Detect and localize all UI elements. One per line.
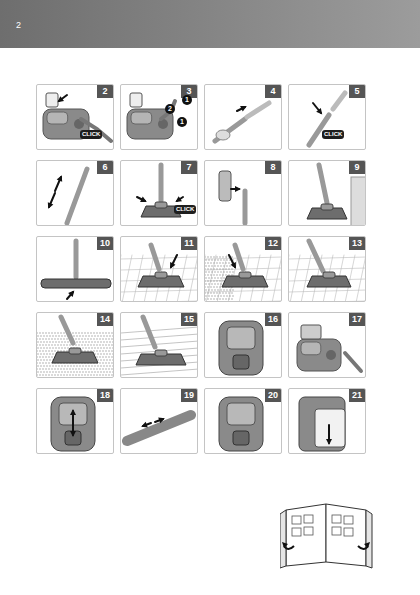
step-number: 15 [181, 313, 197, 326]
callout-number: 1 [177, 117, 187, 127]
step-number: 18 [97, 389, 113, 402]
fold-out-icon [280, 500, 374, 570]
tab-row: 9 [289, 161, 365, 174]
step-number: 5 [349, 85, 365, 98]
step-panel: 20 [204, 388, 282, 454]
callout-number: 2 [165, 104, 175, 114]
tab-row: 13 [289, 237, 365, 250]
step-panel: 16 [204, 312, 282, 378]
step-panel: 8 [204, 160, 282, 226]
step-number: 8 [265, 161, 281, 174]
step-panel: 4 [204, 84, 282, 150]
tab-row: 15 [121, 313, 197, 326]
step-number: 20 [265, 389, 281, 402]
step-number: 11 [181, 237, 197, 250]
step-number: 19 [181, 389, 197, 402]
tab-row: 8 [205, 161, 281, 174]
click-mark: CLICK [322, 130, 344, 139]
tab-row: 19 [121, 389, 197, 402]
step-number: 14 [97, 313, 113, 326]
click-mark: CLICK [80, 130, 102, 139]
step-number: 17 [349, 313, 365, 326]
step-panel: 12 [204, 236, 282, 302]
tab-row: 7 [121, 161, 197, 174]
tab-row: 10 [37, 237, 113, 250]
tab-row: 18 [37, 389, 113, 402]
step-panel: 5 [288, 84, 366, 150]
step-panel: 3 [120, 84, 198, 150]
click-mark: CLICK [174, 205, 196, 214]
callout-number: 1 [182, 95, 192, 105]
step-panel: 13 [288, 236, 366, 302]
step-number: 12 [265, 237, 281, 250]
step-number: 2 [97, 85, 113, 98]
tab-row: 2 [37, 85, 113, 98]
step-number: 7 [181, 161, 197, 174]
step-number: 21 [349, 389, 365, 402]
step-panel: 7 [120, 160, 198, 226]
tab-row: 12 [205, 237, 281, 250]
tab-row: 16 [205, 313, 281, 326]
step-panel: 15 [120, 312, 198, 378]
step-number: 4 [265, 85, 281, 98]
page-number: 2 [16, 20, 21, 30]
step-number: 6 [97, 161, 113, 174]
step-panel: 14 [36, 312, 114, 378]
step-panel: 6 [36, 160, 114, 226]
step-number: 10 [97, 237, 113, 250]
step-panel: 9 [288, 160, 366, 226]
tab-row: 17 [289, 313, 365, 326]
tab-row: 11 [121, 237, 197, 250]
step-number: 16 [265, 313, 281, 326]
tab-row: 5 [289, 85, 365, 98]
tab-row: 21 [289, 389, 365, 402]
step-panel: 2 [36, 84, 114, 150]
step-number: 13 [349, 237, 365, 250]
step-panel: 10 [36, 236, 114, 302]
tab-row: 4 [205, 85, 281, 98]
header-bar [0, 0, 420, 48]
tab-row: 6 [37, 161, 113, 174]
step-panel: 11 [120, 236, 198, 302]
tab-row: 20 [205, 389, 281, 402]
step-number: 9 [349, 161, 365, 174]
step-panel: 19 [120, 388, 198, 454]
tab-row: 14 [37, 313, 113, 326]
step-panel: 18 [36, 388, 114, 454]
step-panel: 21 [288, 388, 366, 454]
step-panel: 17 [288, 312, 366, 378]
